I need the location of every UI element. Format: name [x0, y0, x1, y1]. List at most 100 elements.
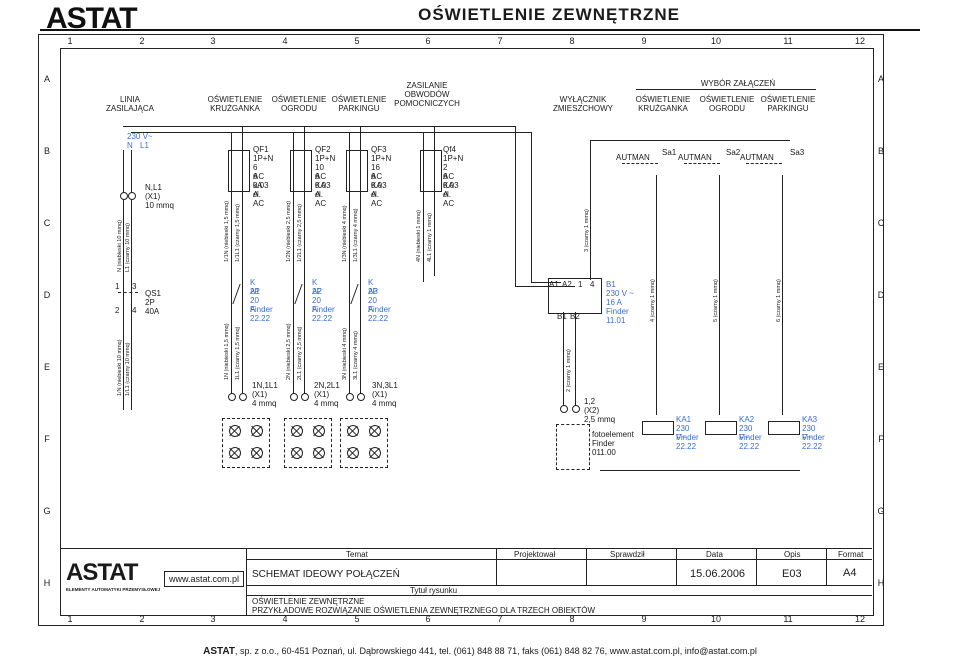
breaker-body [420, 150, 442, 192]
b1-rating: 16 A [606, 298, 623, 307]
supply-terminal [128, 192, 136, 200]
title-rule [40, 29, 920, 31]
contactor-rating: 20 A [312, 296, 321, 314]
b1-b2: B2 [570, 312, 580, 321]
column-ruler-top: 1 2 3 4 5 6 7 8 9 10 11 12 [60, 36, 872, 48]
relay-name: KA1 [676, 415, 692, 424]
sa3-name: Sa3 [790, 148, 805, 157]
breaker-class: cl. AC [253, 190, 265, 208]
photo-make: Finder [592, 439, 615, 448]
breaker-body [228, 150, 250, 192]
sa2-aut: AUT [678, 153, 694, 162]
relay1-wire [656, 175, 657, 415]
breaker-name: Qf4 [443, 145, 456, 154]
col-num: 1 [67, 36, 73, 46]
breaker-type: 1P+N [443, 154, 464, 163]
tb-code: E03 [782, 568, 802, 580]
relay2-wire [719, 175, 720, 415]
breaker-rating: 6 AC [253, 163, 265, 181]
relay-model: 22.22 [739, 442, 760, 451]
breaker-type: 1P+N [371, 154, 392, 163]
tb-format: Format [838, 550, 864, 559]
wire-label: 1N (niebieski 1,5 mmq) [224, 323, 230, 380]
qs1-switch [118, 292, 138, 301]
relay-coil [642, 421, 674, 435]
b1-model: 11.01 [606, 316, 626, 325]
wire-label: 4N (niebieski 1 mmq) [416, 210, 422, 262]
tb-divider [826, 549, 827, 585]
lamp-icon [291, 425, 303, 437]
output-cable: 1N,1L1 [252, 381, 278, 390]
photo-label: fotoelement [592, 430, 634, 439]
qs1-t3: 3 [132, 282, 137, 291]
qs1-name: QS1 [145, 289, 162, 298]
tb-projektowal: Projektował [514, 550, 556, 559]
output-mmq: 4 mmq [252, 399, 277, 408]
heading-ogrodu: OŚWIETLENIE OGRODU [271, 95, 327, 113]
lamp-icon [369, 425, 381, 437]
sa2-switch [684, 163, 720, 174]
relay-voltage: 230 V~ [676, 424, 690, 442]
b1-c4: 4 [590, 280, 595, 289]
contactor-poles: 2P [368, 287, 378, 296]
relay-model: 22.22 [676, 442, 697, 451]
row-letter: D [43, 290, 51, 300]
breaker-name: QF2 [315, 145, 331, 154]
col-num: 8 [569, 36, 575, 46]
breaker-rating: 2 AC [443, 163, 455, 181]
sa1-name: Sa1 [662, 148, 677, 157]
tb-hline [246, 595, 872, 596]
tb-sprawdzil: Sprawdził [610, 550, 645, 559]
qs1-poles: 2P [145, 298, 155, 307]
lamp-icon [251, 447, 263, 459]
supply-mmq: 10 mmq [145, 201, 174, 210]
tb-data: Data [706, 550, 723, 559]
tb-schemat: SCHEMAT IDEOWY POŁĄCZEŃ [252, 569, 400, 580]
row-letter: C [877, 218, 885, 228]
relay-common-bus [600, 470, 800, 471]
wire-label: 1/2N (niebieski 2,5 mmq) [286, 200, 292, 262]
relay-name: KA2 [739, 415, 755, 424]
sa3-man: MAN [756, 153, 774, 162]
relay-coil [705, 421, 737, 435]
row-letter: B [43, 146, 50, 156]
wire-label: 1/2L1 (czarny 2,5 mmq) [297, 203, 303, 262]
relay-make: Finder [739, 433, 762, 442]
breaker-ka: 6 KA [315, 172, 326, 190]
relay-voltage: 230 V~ [739, 424, 753, 442]
heading-kruzganka: OŚWIETLENIE KRUŻGANKA [207, 95, 263, 113]
column-ruler-bottom: 1 2 3 4 5 6 7 8 9 10 11 12 [60, 614, 872, 626]
row-letter: B [877, 146, 884, 156]
output-x1: (X1) [372, 390, 388, 399]
supply-cable: N,L1 [145, 183, 162, 192]
col-num: 6 [425, 614, 431, 624]
contactor-poles: 2P [250, 287, 260, 296]
wire-label: 2 (czarny 1 mmq) [566, 349, 572, 392]
qs1-t2: 2 [115, 306, 120, 315]
footer-text: , sp. z o.o., 60-451 Poznań, ul. Dąbrows… [234, 646, 757, 656]
row-letter: G [877, 506, 885, 516]
contactor-make: Finder [312, 305, 335, 314]
col-num: 1 [67, 614, 73, 624]
tb-date: 15.06.2006 [690, 568, 746, 580]
wire-label: 1/1N (niebieski 1,5 mmq) [224, 200, 230, 262]
tb-line1: OŚWIETLENIE ZEWNĘTRZNE [252, 597, 365, 606]
qs1-rating: 40A [145, 307, 160, 316]
title-logo: ASTAT [66, 559, 138, 586]
b1-b1: B1 [557, 312, 567, 321]
circuit1-n [231, 132, 232, 394]
supply-l1: L1 [140, 141, 149, 150]
heading-linia: LINIA ZASILAJĄCA [105, 95, 154, 113]
col-num: 3 [210, 36, 216, 46]
circuit3-n [349, 132, 350, 394]
row-letter: E [43, 362, 50, 372]
output-cable: 2N,2L1 [314, 381, 340, 390]
drawing-area [60, 48, 874, 616]
tb-opis: Opis [784, 550, 801, 559]
sa3-switch [746, 163, 782, 174]
col-num: 6 [425, 36, 431, 46]
wybor-underline [636, 89, 816, 90]
breaker-name: QF1 [253, 145, 269, 154]
footer-brand: ASTAT [203, 646, 235, 657]
bus-to-b1 [515, 286, 575, 287]
